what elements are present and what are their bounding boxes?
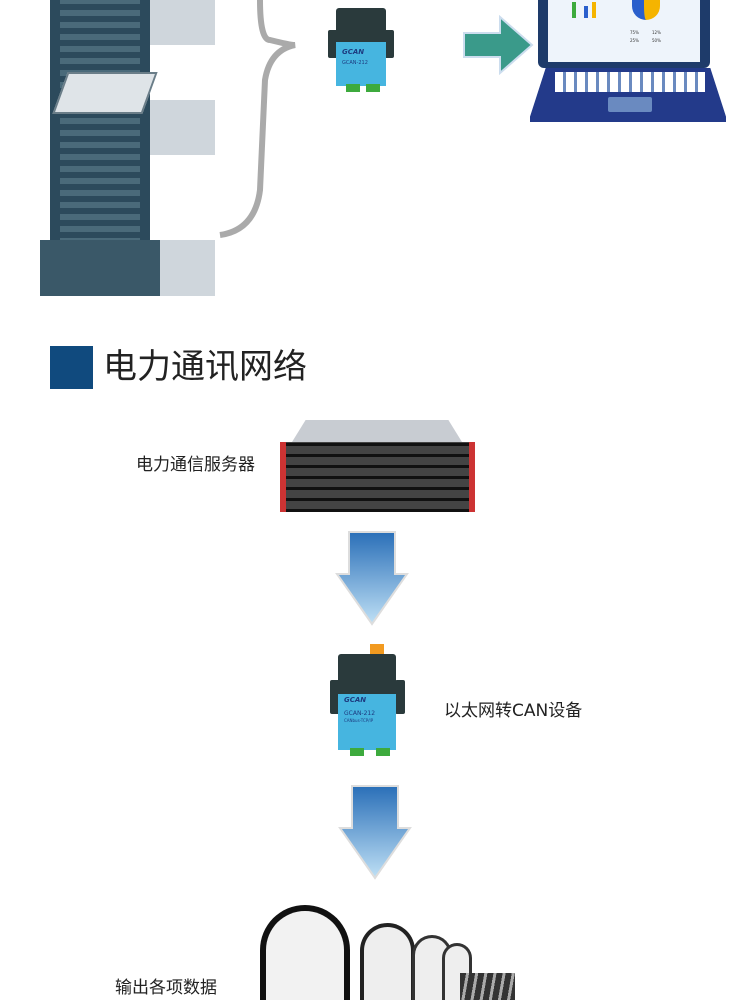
brace-icon bbox=[219, 0, 296, 238]
gcan-device: GCAN GCAN-212 CANbus-TCP/IP bbox=[330, 644, 405, 758]
building-illustration bbox=[40, 0, 215, 296]
laptop-dashboard: 75%12% 25%50% bbox=[530, 0, 730, 122]
call-center-operators-image bbox=[260, 905, 520, 1000]
section-title: 电力通讯网络 bbox=[103, 347, 307, 387]
arrow-down-icon bbox=[335, 531, 409, 626]
server-label: 电力通信服务器 bbox=[136, 455, 255, 475]
section-marker bbox=[50, 346, 93, 389]
arrow-right-icon bbox=[463, 15, 534, 75]
gcan-device-top: GCAN GCAN-212 bbox=[328, 0, 394, 92]
server-rack-image bbox=[280, 420, 475, 512]
arrow-down-icon bbox=[338, 785, 412, 880]
device-label: 以太网转CAN设备 bbox=[444, 701, 583, 721]
output-label: 输出各项数据 bbox=[115, 978, 217, 998]
